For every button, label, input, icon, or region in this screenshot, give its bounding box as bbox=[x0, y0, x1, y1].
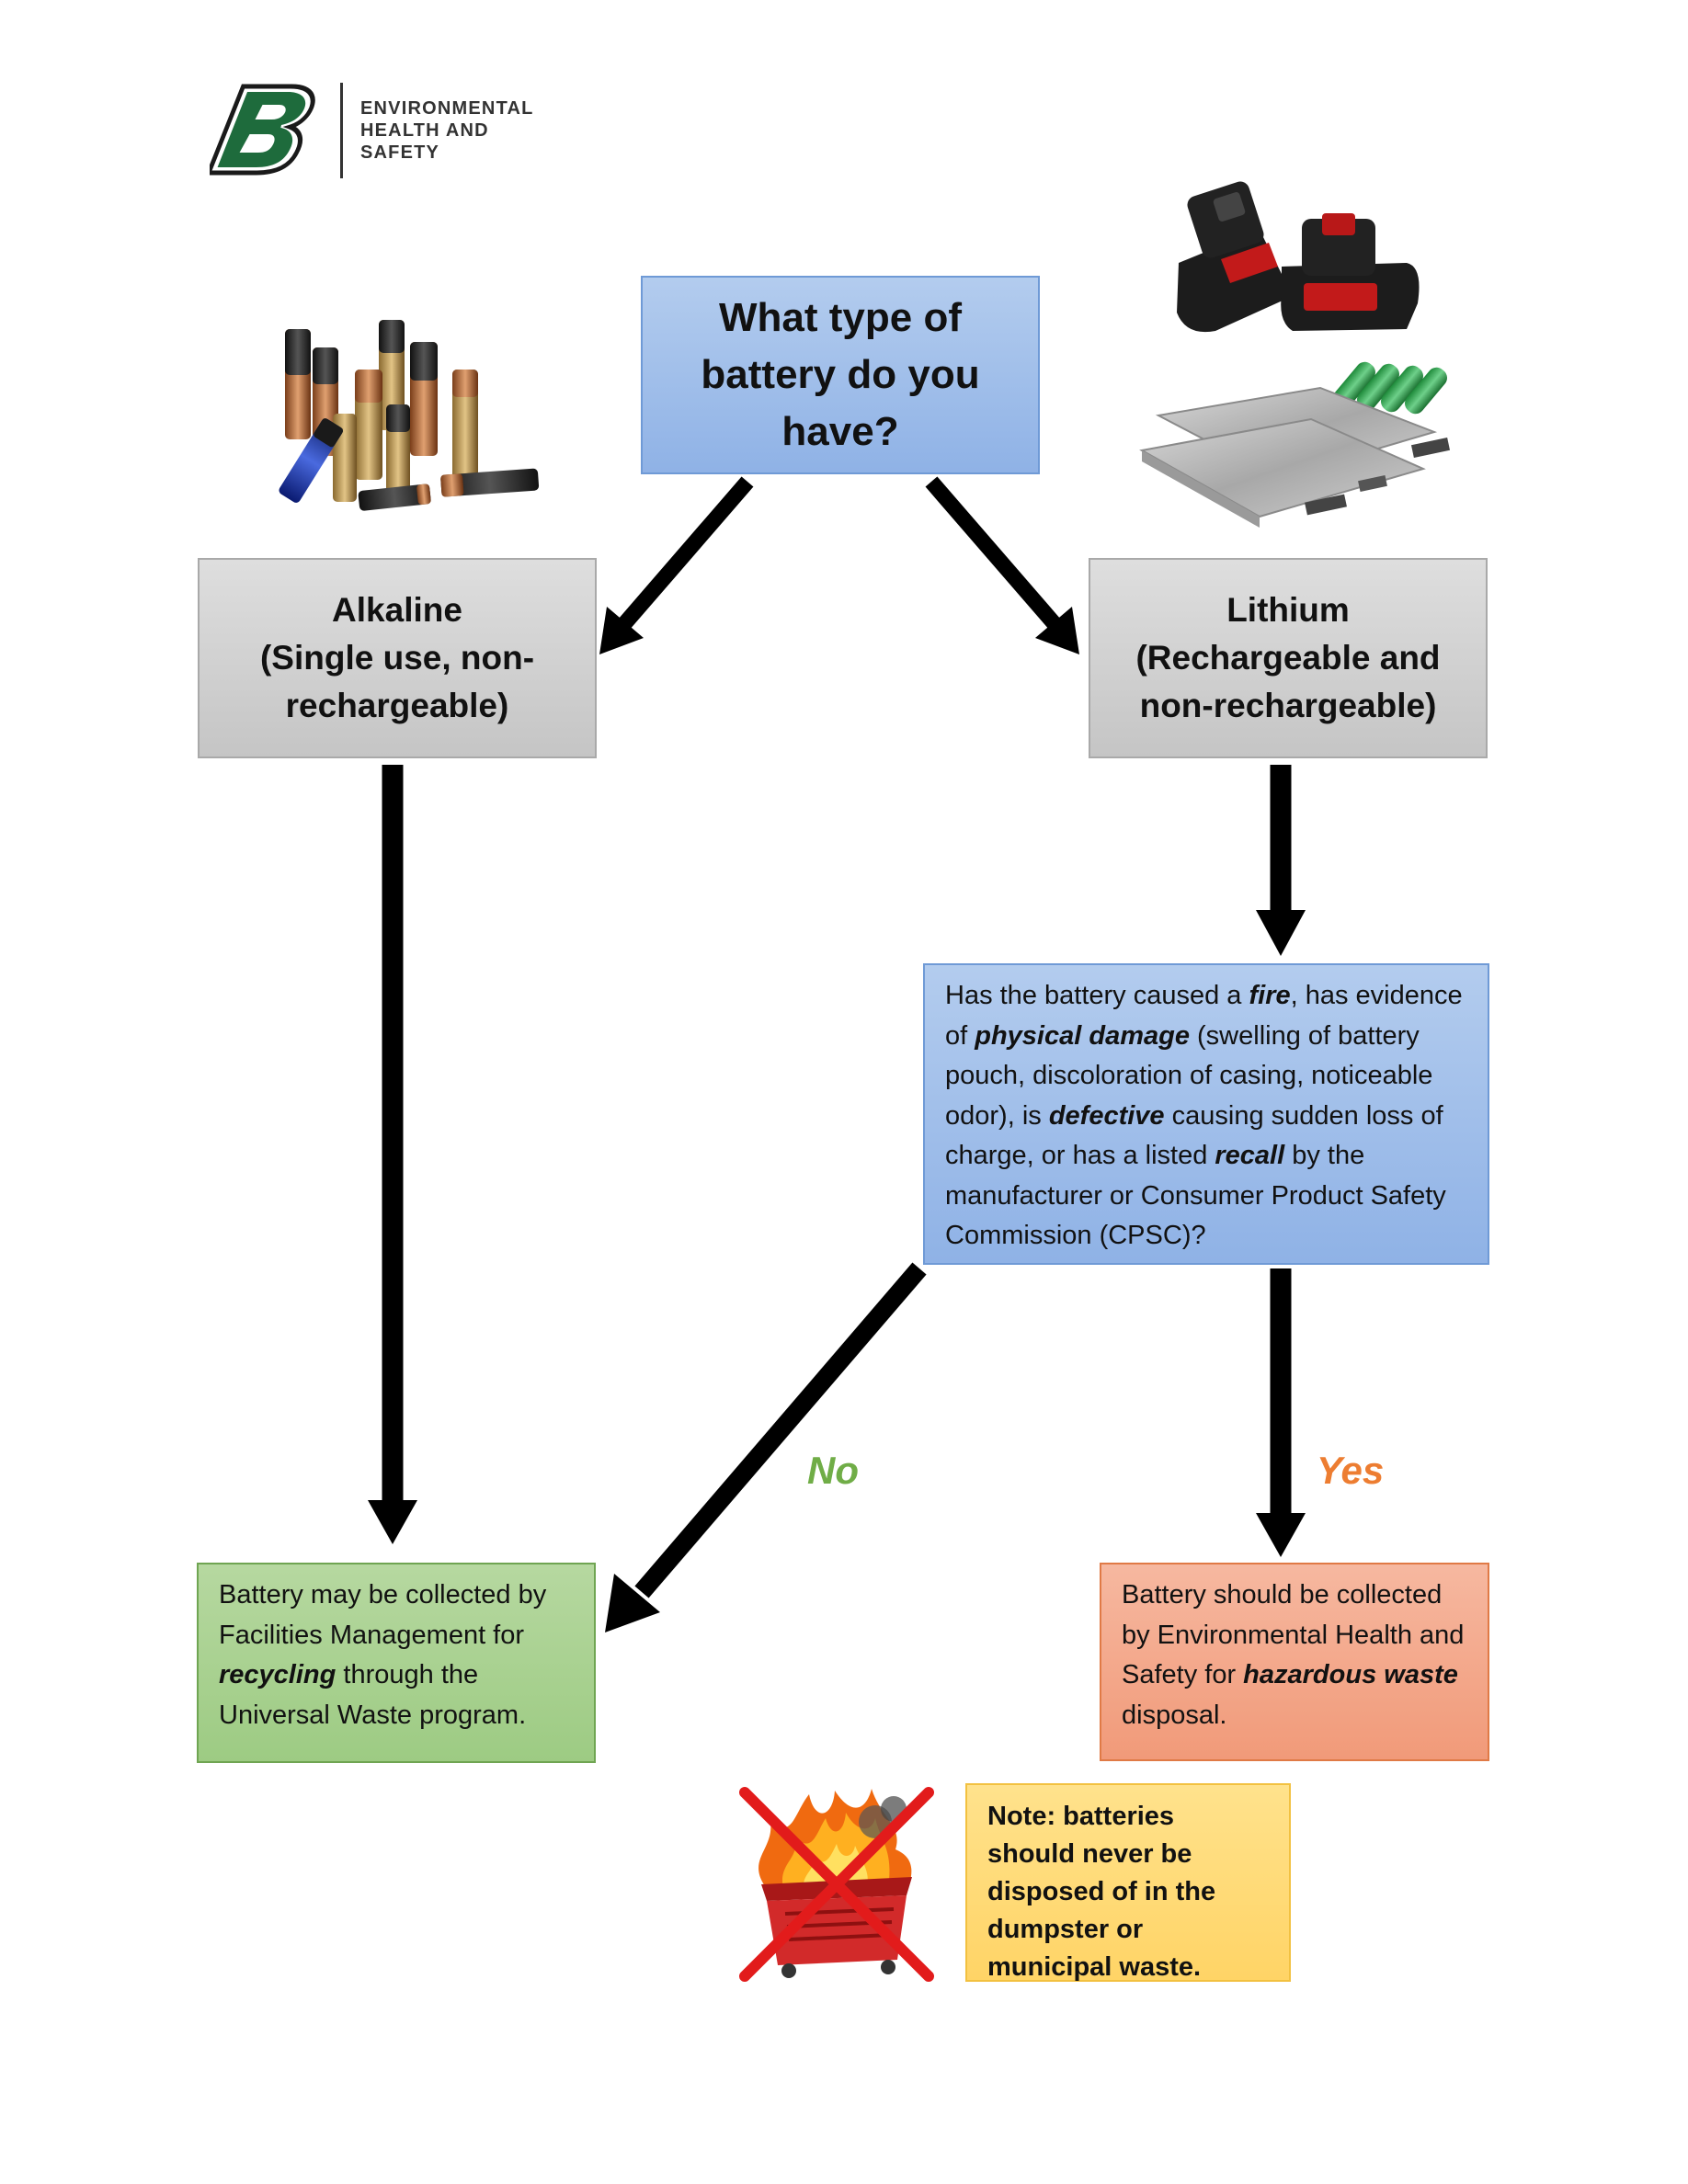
question-line: battery do you bbox=[701, 352, 980, 397]
alkaline-subtitle: (Single use, non- bbox=[259, 639, 535, 677]
damage-question-box: Has the battery caused a fire, has evide… bbox=[923, 963, 1489, 1265]
lithium-title: Lithium bbox=[1226, 591, 1350, 629]
damage-emphasis: defective bbox=[1048, 1100, 1165, 1131]
recycling-box: Battery may be collected by Facilities M… bbox=[197, 1563, 596, 1763]
alkaline-subtitle: rechargeable) bbox=[285, 687, 509, 724]
no-label: No bbox=[807, 1449, 859, 1492]
alkaline-batteries-icon bbox=[248, 313, 561, 533]
department-name-line: SAFETY bbox=[360, 142, 440, 163]
department-name-line: HEALTH AND bbox=[360, 120, 489, 141]
damage-text: Has the battery caused a bbox=[945, 981, 1249, 1010]
question-line: have? bbox=[781, 409, 899, 454]
damage-emphasis: recall bbox=[1215, 1141, 1285, 1170]
damage-text: by the manufacturer or Consumer Product … bbox=[945, 1141, 1446, 1250]
note-box: Note: batteries should never be disposed… bbox=[965, 1783, 1291, 1982]
arrow-alkaline-to-recycle bbox=[368, 765, 417, 1544]
arrow-question-to-lithium bbox=[925, 476, 1079, 654]
damage-emphasis: physical damage bbox=[975, 1020, 1190, 1051]
lithium-box: Lithium (Rechargeable and non-rechargeab… bbox=[1089, 558, 1488, 758]
department-name: ENVIRONMENTAL HEALTH AND SAFETY bbox=[360, 97, 599, 164]
power-tool-battery bbox=[1281, 213, 1420, 331]
power-tool-battery bbox=[1177, 181, 1293, 333]
lithium-batteries-icon bbox=[1131, 175, 1471, 533]
hazardous-waste-box: Battery should be collected by Environme… bbox=[1100, 1563, 1489, 1761]
department-name-line: ENVIRONMENTAL bbox=[360, 98, 534, 119]
damage-text: causing sudden loss of charge, or has a … bbox=[945, 1100, 1443, 1171]
recycling-emphasis: recycling bbox=[219, 1660, 336, 1689]
note-text: Note: batteries should never be disposed… bbox=[987, 1802, 1216, 1982]
alkaline-title: Alkaline bbox=[332, 591, 462, 629]
alkaline-box: Alkaline (Single use, non- rechargeable) bbox=[198, 558, 597, 758]
arrow-damage-no bbox=[605, 1262, 927, 1632]
arrow-lithium-to-damage bbox=[1256, 765, 1306, 956]
damage-text: (swelling of battery pouch, discoloratio… bbox=[945, 1020, 1433, 1131]
burning-dumpster-crossed-out-icon bbox=[737, 1785, 936, 1982]
arrow-question-to-alkaline bbox=[599, 476, 754, 654]
hazardous-emphasis: hazardous waste bbox=[1243, 1660, 1458, 1689]
lithium-subtitle: (Rechargeable and bbox=[1135, 639, 1441, 677]
logo-divider bbox=[340, 83, 343, 178]
lithium-subtitle: non-rechargeable) bbox=[1139, 687, 1437, 724]
hazardous-text: Battery should be collected by Environme… bbox=[1122, 1580, 1465, 1689]
damage-text: , has evidence of bbox=[945, 981, 1463, 1051]
pouch-cells bbox=[1139, 386, 1451, 528]
yes-label: Yes bbox=[1317, 1449, 1385, 1492]
recycling-text: Battery may be collected by Facilities M… bbox=[219, 1580, 547, 1650]
university-b-logo-icon bbox=[205, 81, 316, 176]
recycling-text: through the Universal Waste program. bbox=[219, 1660, 527, 1730]
question-line: What type of bbox=[719, 295, 962, 340]
hazardous-text: disposal. bbox=[1122, 1700, 1227, 1730]
damage-emphasis: fire bbox=[1249, 981, 1291, 1010]
battery-type-question-box: What type of battery do you have? bbox=[641, 276, 1040, 474]
arrow-damage-yes bbox=[1256, 1268, 1306, 1557]
